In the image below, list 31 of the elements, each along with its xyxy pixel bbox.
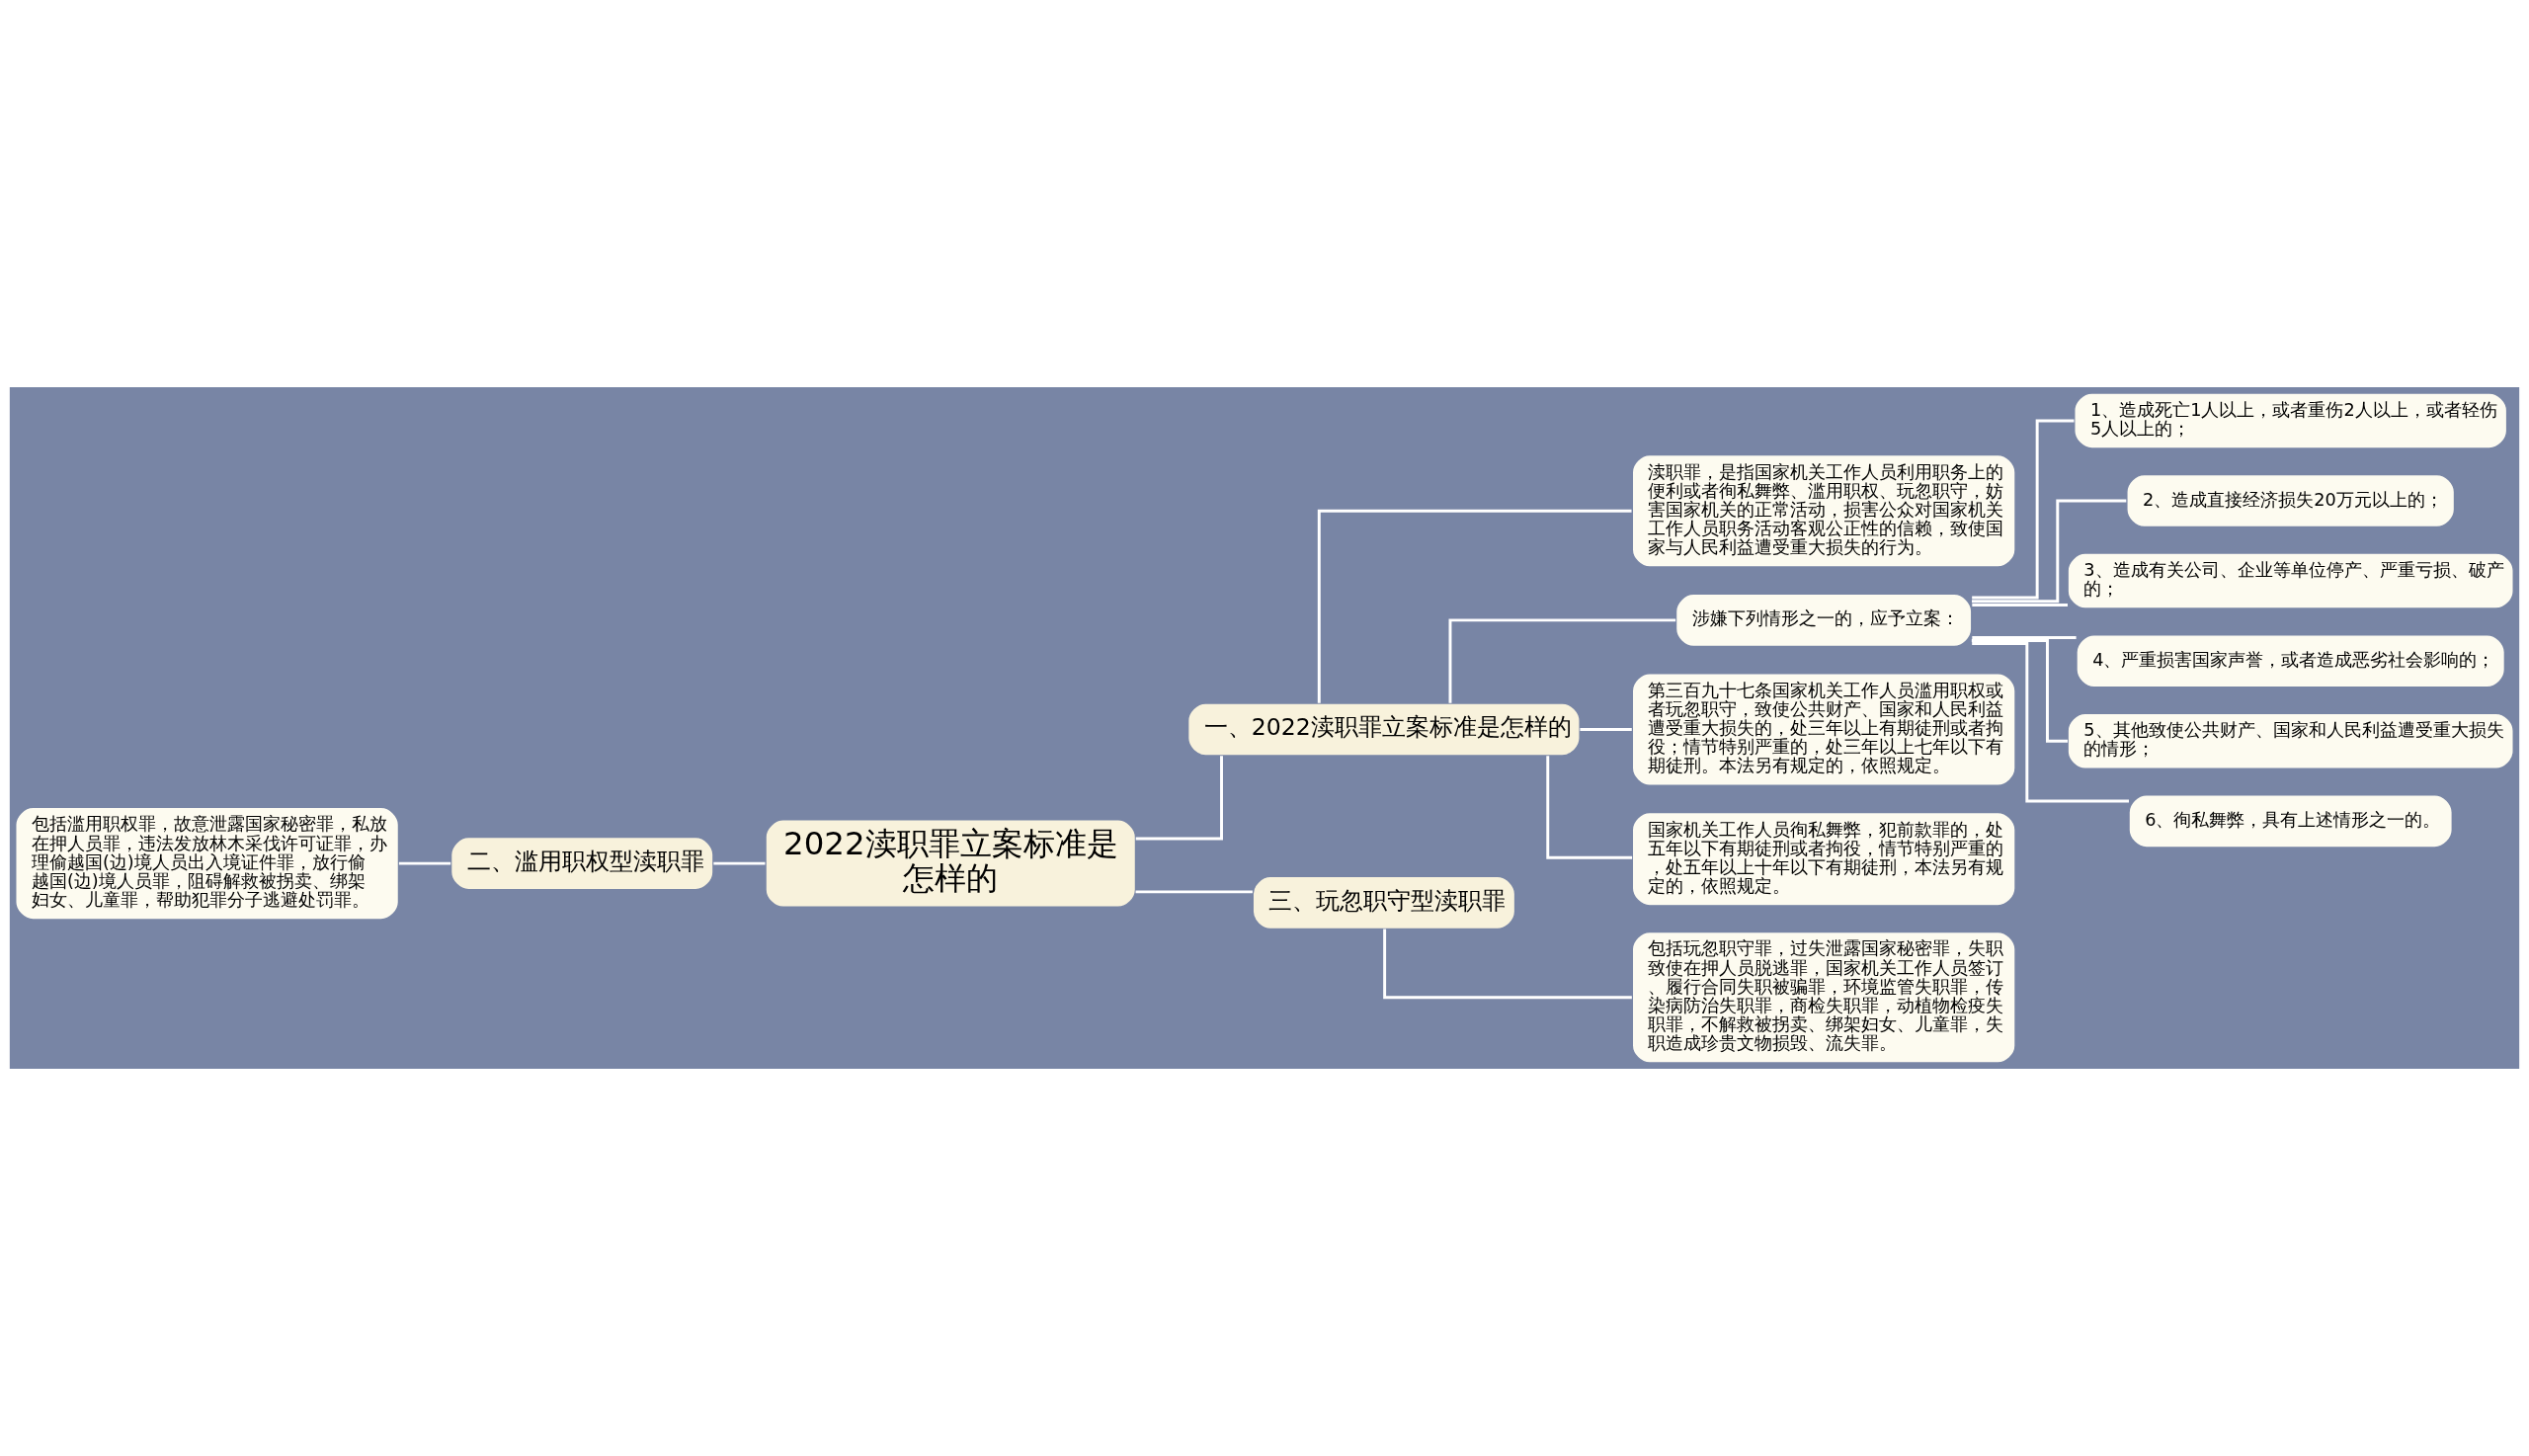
node-box: 2、造成直接经济损失20万元以上的； bbox=[2126, 473, 2456, 528]
connector bbox=[713, 861, 766, 865]
node-box: 第三百九十七条国家机关工作人员滥用职权或者玩忽职守，致使公共财产、国家和人民利益遭受重大损失的，处三年以上有期徒刑或者拘役；情节特别严重的，处三年以上七年以下有期徒刑。本法另有规定的，依照规定。 bbox=[1631, 672, 2016, 786]
node-box: 3、造成有关公司、企业等单位停产、严重亏损、破产的； bbox=[2067, 552, 2514, 609]
node-box: 5、其他致使公共财产、国家和人民利益遭受重大损失的情形； bbox=[2067, 712, 2514, 769]
node-box: 4、严重损害国家声誉，或者造成恶劣社会影响的； bbox=[2076, 633, 2506, 688]
node-box: 包括玩忽职守罪，过失泄露国家秘密罪，失职致使在押人员脱逃罪，国家机关工作人员签订、履行合同失职被骗罪，环境监管失职罪，传染病防治失职罪，商检失职罪，动植物检疫失职罪，不解救被拐卖、绑架妇女、儿童罪，失职造成珍贵文物损毁、流失罪。 bbox=[1631, 930, 2016, 1064]
connector bbox=[1972, 499, 2127, 604]
node-box: 三、玩忽职守型渎职罪 bbox=[1252, 875, 1516, 930]
connector bbox=[1580, 728, 1632, 731]
node-box: 包括滥用职权罪，故意泄露国家秘密罪，私放在押人员罪，违法发放林木采伐许可证罪，办理偷越国(边)境人员出入境证件罪，放行偷越国(边)境人员罪，阻碍解救被拐卖、绑架妇女、儿童罪，帮助犯罪分子逃避处罚罪。 bbox=[15, 806, 400, 921]
connector bbox=[1971, 639, 2069, 743]
connector bbox=[1317, 509, 1632, 703]
connector bbox=[1972, 636, 2077, 640]
node-box: 6、徇私舞弊，具有上述情形之一的。 bbox=[2128, 794, 2454, 849]
connector bbox=[1972, 603, 2068, 607]
connector bbox=[398, 861, 451, 865]
connector bbox=[1972, 419, 2075, 600]
node-box: 国家机关工作人员徇私舞弊，犯前款罪的，处五年以下有期徒刑或者拘役，情节特别严重的，处五年以上十年以下有期徒刑，本法另有规定的，依照规定。 bbox=[1631, 811, 2016, 907]
connector bbox=[1972, 642, 2129, 803]
connector bbox=[1383, 929, 1632, 1000]
connector bbox=[1448, 618, 1676, 703]
connector bbox=[1135, 756, 1223, 841]
node-box: 渎职罪，是指国家机关工作人员利用职务上的便利或者徇私舞弊、滥用职权、玩忽职守，妨害国家机关的正常活动，损害公众对国家机关工作人员职务活动客观公正性的信赖，致使国家与人民利益遭受重大损失的行为。 bbox=[1631, 453, 2016, 568]
node-box: 2022渎职罪立案标准是怎样的 bbox=[765, 819, 1137, 909]
connector bbox=[1135, 890, 1253, 894]
node-box: 一、2022渎职罪立案标准是怎样的 bbox=[1186, 702, 1581, 757]
node-box: 1、造成死亡1人以上，或者重伤2人以上，或者轻伤5人以上的； bbox=[2074, 392, 2508, 449]
node-box: 涉嫌下列情形之一的，应予立案： bbox=[1674, 593, 1973, 648]
connector bbox=[1546, 756, 1633, 859]
node-box: 二、滥用职权型渎职罪 bbox=[449, 836, 714, 891]
